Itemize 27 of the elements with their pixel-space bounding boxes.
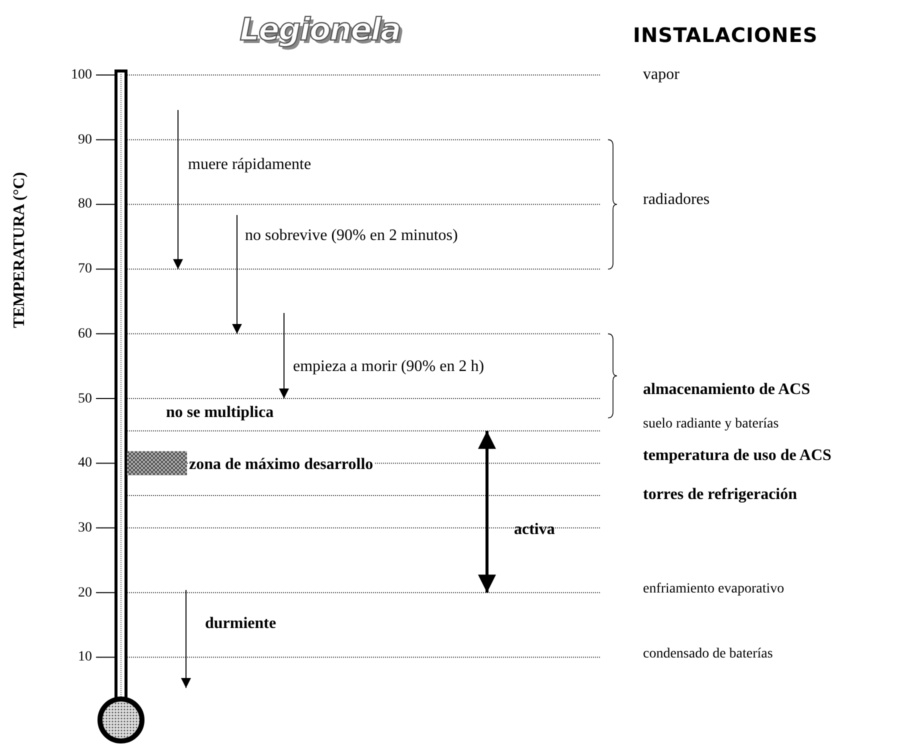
category-text: radiadores (643, 191, 710, 209)
tick-label: 40 (78, 456, 92, 471)
tick-label: 60 (78, 326, 92, 342)
category-text: condensado de baterías (643, 646, 773, 662)
tick-label: 100 (71, 67, 92, 83)
tick-label: 90 (78, 132, 92, 148)
heading: INSTALACIONES (633, 24, 818, 46)
tick-label: 20 (78, 584, 92, 600)
tick-label: 80 (78, 196, 92, 212)
annotation: empieza a morir (90% en 2 h) (293, 358, 484, 376)
category-text: vapor (643, 66, 680, 84)
tick-label: 30 (78, 520, 92, 536)
title: Legionela (240, 12, 400, 48)
annotation: no sobrevive (90% en 2 minutos) (245, 227, 458, 245)
category-text: suelo radiante y baterías (643, 416, 779, 432)
annotation: no se multiplica (166, 404, 274, 422)
category-text: enfriamiento evaporativo (643, 581, 784, 597)
tick-label: 10 (78, 650, 92, 665)
category-text: temperatura de uso de ACS (643, 447, 832, 465)
annotation: durmiente (205, 615, 276, 633)
category-text: almacenamiento de ACS (643, 381, 810, 399)
tick-label: 50 (78, 390, 92, 406)
annotation: activa (514, 521, 555, 539)
tick-label: 70 (78, 261, 92, 277)
axis-title: TEMPERATURA (°C) (11, 172, 29, 328)
category-text: torres de refrigeración (643, 486, 798, 504)
annotation: muere rápidamente (188, 156, 312, 174)
